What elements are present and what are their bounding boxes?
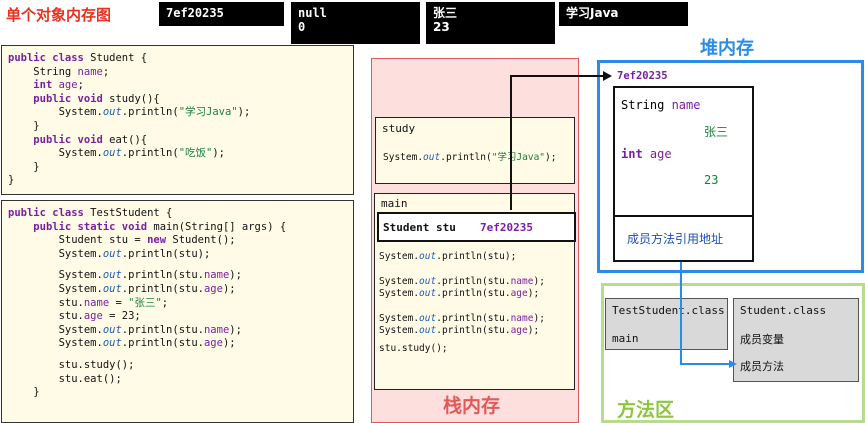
- code-line: public void study(){: [33, 92, 160, 105]
- study-stack-frame: study System.out.println("学习Java");: [375, 117, 575, 184]
- code-line: stu.eat();: [8, 372, 122, 385]
- console-output-1: 7ef20235: [159, 2, 284, 26]
- stack-to-heap-arrow: [510, 75, 605, 210]
- console-line: 学习Java: [566, 6, 619, 20]
- age-field-value: 23: [704, 173, 719, 187]
- console-line: 23: [433, 20, 450, 34]
- student-object: String name 张三 int age 23 成员方法引用地址: [613, 86, 754, 262]
- code-line: }: [8, 160, 40, 173]
- frame-code-line: System.out.println(stu.age);: [379, 288, 540, 299]
- frame-code-line: System.out.println(stu.name);: [379, 313, 545, 324]
- heap-memory-label: 堆内存: [700, 38, 754, 59]
- frame-code-line: stu.study();: [379, 343, 448, 354]
- method-area-label: 方法区: [617, 399, 675, 421]
- console-line: 7ef20235: [166, 6, 224, 20]
- frame-code-line: System.out.println(stu.age);: [379, 325, 540, 336]
- frame-code-line: System.out.println(stu);: [379, 251, 517, 262]
- code-line: }: [8, 174, 15, 187]
- age-field-declaration: int age: [621, 147, 672, 161]
- heap-to-method-arrow: [680, 262, 730, 365]
- code-line: System.out.println(stu.age);: [8, 282, 236, 295]
- stack-memory-label: 栈内存: [443, 395, 501, 417]
- page-title: 单个对象内存图: [6, 6, 112, 24]
- object-divider: [615, 215, 752, 217]
- test-student-class-code: public class TestStudent { public static…: [1, 200, 354, 423]
- code-line: int age;: [33, 79, 84, 92]
- console-output-4: 学习Java: [559, 2, 688, 26]
- code-line: System.out.println("学习Java");: [8, 106, 251, 119]
- student-class-box: Student.class 成员变量 成员方法: [733, 298, 859, 382]
- code-line: System.out.println(stu.name);: [8, 323, 242, 336]
- code-line: System.out.println(stu.age);: [8, 337, 236, 350]
- code-line: public static void main(String[] args) {: [33, 220, 287, 233]
- class-name: TestStudent.class: [612, 304, 725, 317]
- console-output-3: 张三 23: [426, 2, 555, 44]
- code-line: stu.name = "张三";: [8, 296, 169, 309]
- code-line: String name;: [8, 65, 110, 78]
- stack-to-heap-arrowhead: [603, 71, 612, 81]
- console-line: 0: [298, 20, 306, 34]
- student-class-code: public class Student { String name; int …: [1, 45, 354, 195]
- class-member-methods: 成员方法: [740, 360, 784, 373]
- stu-address-value: 7ef20235: [480, 221, 533, 234]
- frame-name: study: [382, 122, 416, 135]
- class-member-variables: 成员变量: [740, 333, 784, 346]
- console-line: null: [298, 6, 327, 20]
- frame-code: System.out.println(stu); System.out.prin…: [379, 251, 545, 355]
- code-line: System.out.println(stu.name);: [8, 269, 242, 282]
- name-field-declaration: String name: [621, 98, 701, 112]
- code-line: public class Student {: [8, 52, 148, 64]
- main-stack-frame: main Student stu 7ef20235 System.out.pri…: [374, 193, 576, 390]
- code-line: stu.study();: [8, 358, 135, 371]
- code-line: System.out.println("吃饭");: [8, 147, 226, 160]
- code-line: public class TestStudent {: [8, 207, 173, 219]
- stu-variable-label: Student stu: [383, 221, 456, 234]
- test-student-class-box: TestStudent.class main: [605, 298, 728, 350]
- console-output-2: null 0: [291, 2, 420, 44]
- method-reference-address: 成员方法引用地址: [627, 232, 724, 246]
- heap-to-method-arrowhead: [729, 360, 737, 368]
- code-line: public void eat(){: [33, 133, 148, 146]
- name-field-value: 张三: [704, 125, 729, 139]
- class-name: Student.class: [740, 304, 827, 317]
- code-line: stu.age = 23;: [8, 310, 141, 323]
- class-method: main: [612, 332, 639, 345]
- object-address: 7ef20235: [617, 70, 668, 82]
- code-line: }: [8, 386, 40, 399]
- frame-code-line: System.out.println("学习Java");: [383, 152, 557, 163]
- code-line: Student stu = new Student();: [8, 234, 236, 247]
- stu-variable-slot: Student stu 7ef20235: [377, 212, 576, 242]
- frame-name: main: [381, 197, 408, 210]
- frame-code-line: System.out.println(stu.name);: [379, 276, 545, 287]
- code-line: System.out.println(stu);: [8, 247, 211, 260]
- code-line: }: [8, 119, 40, 132]
- console-line: 张三: [433, 6, 458, 20]
